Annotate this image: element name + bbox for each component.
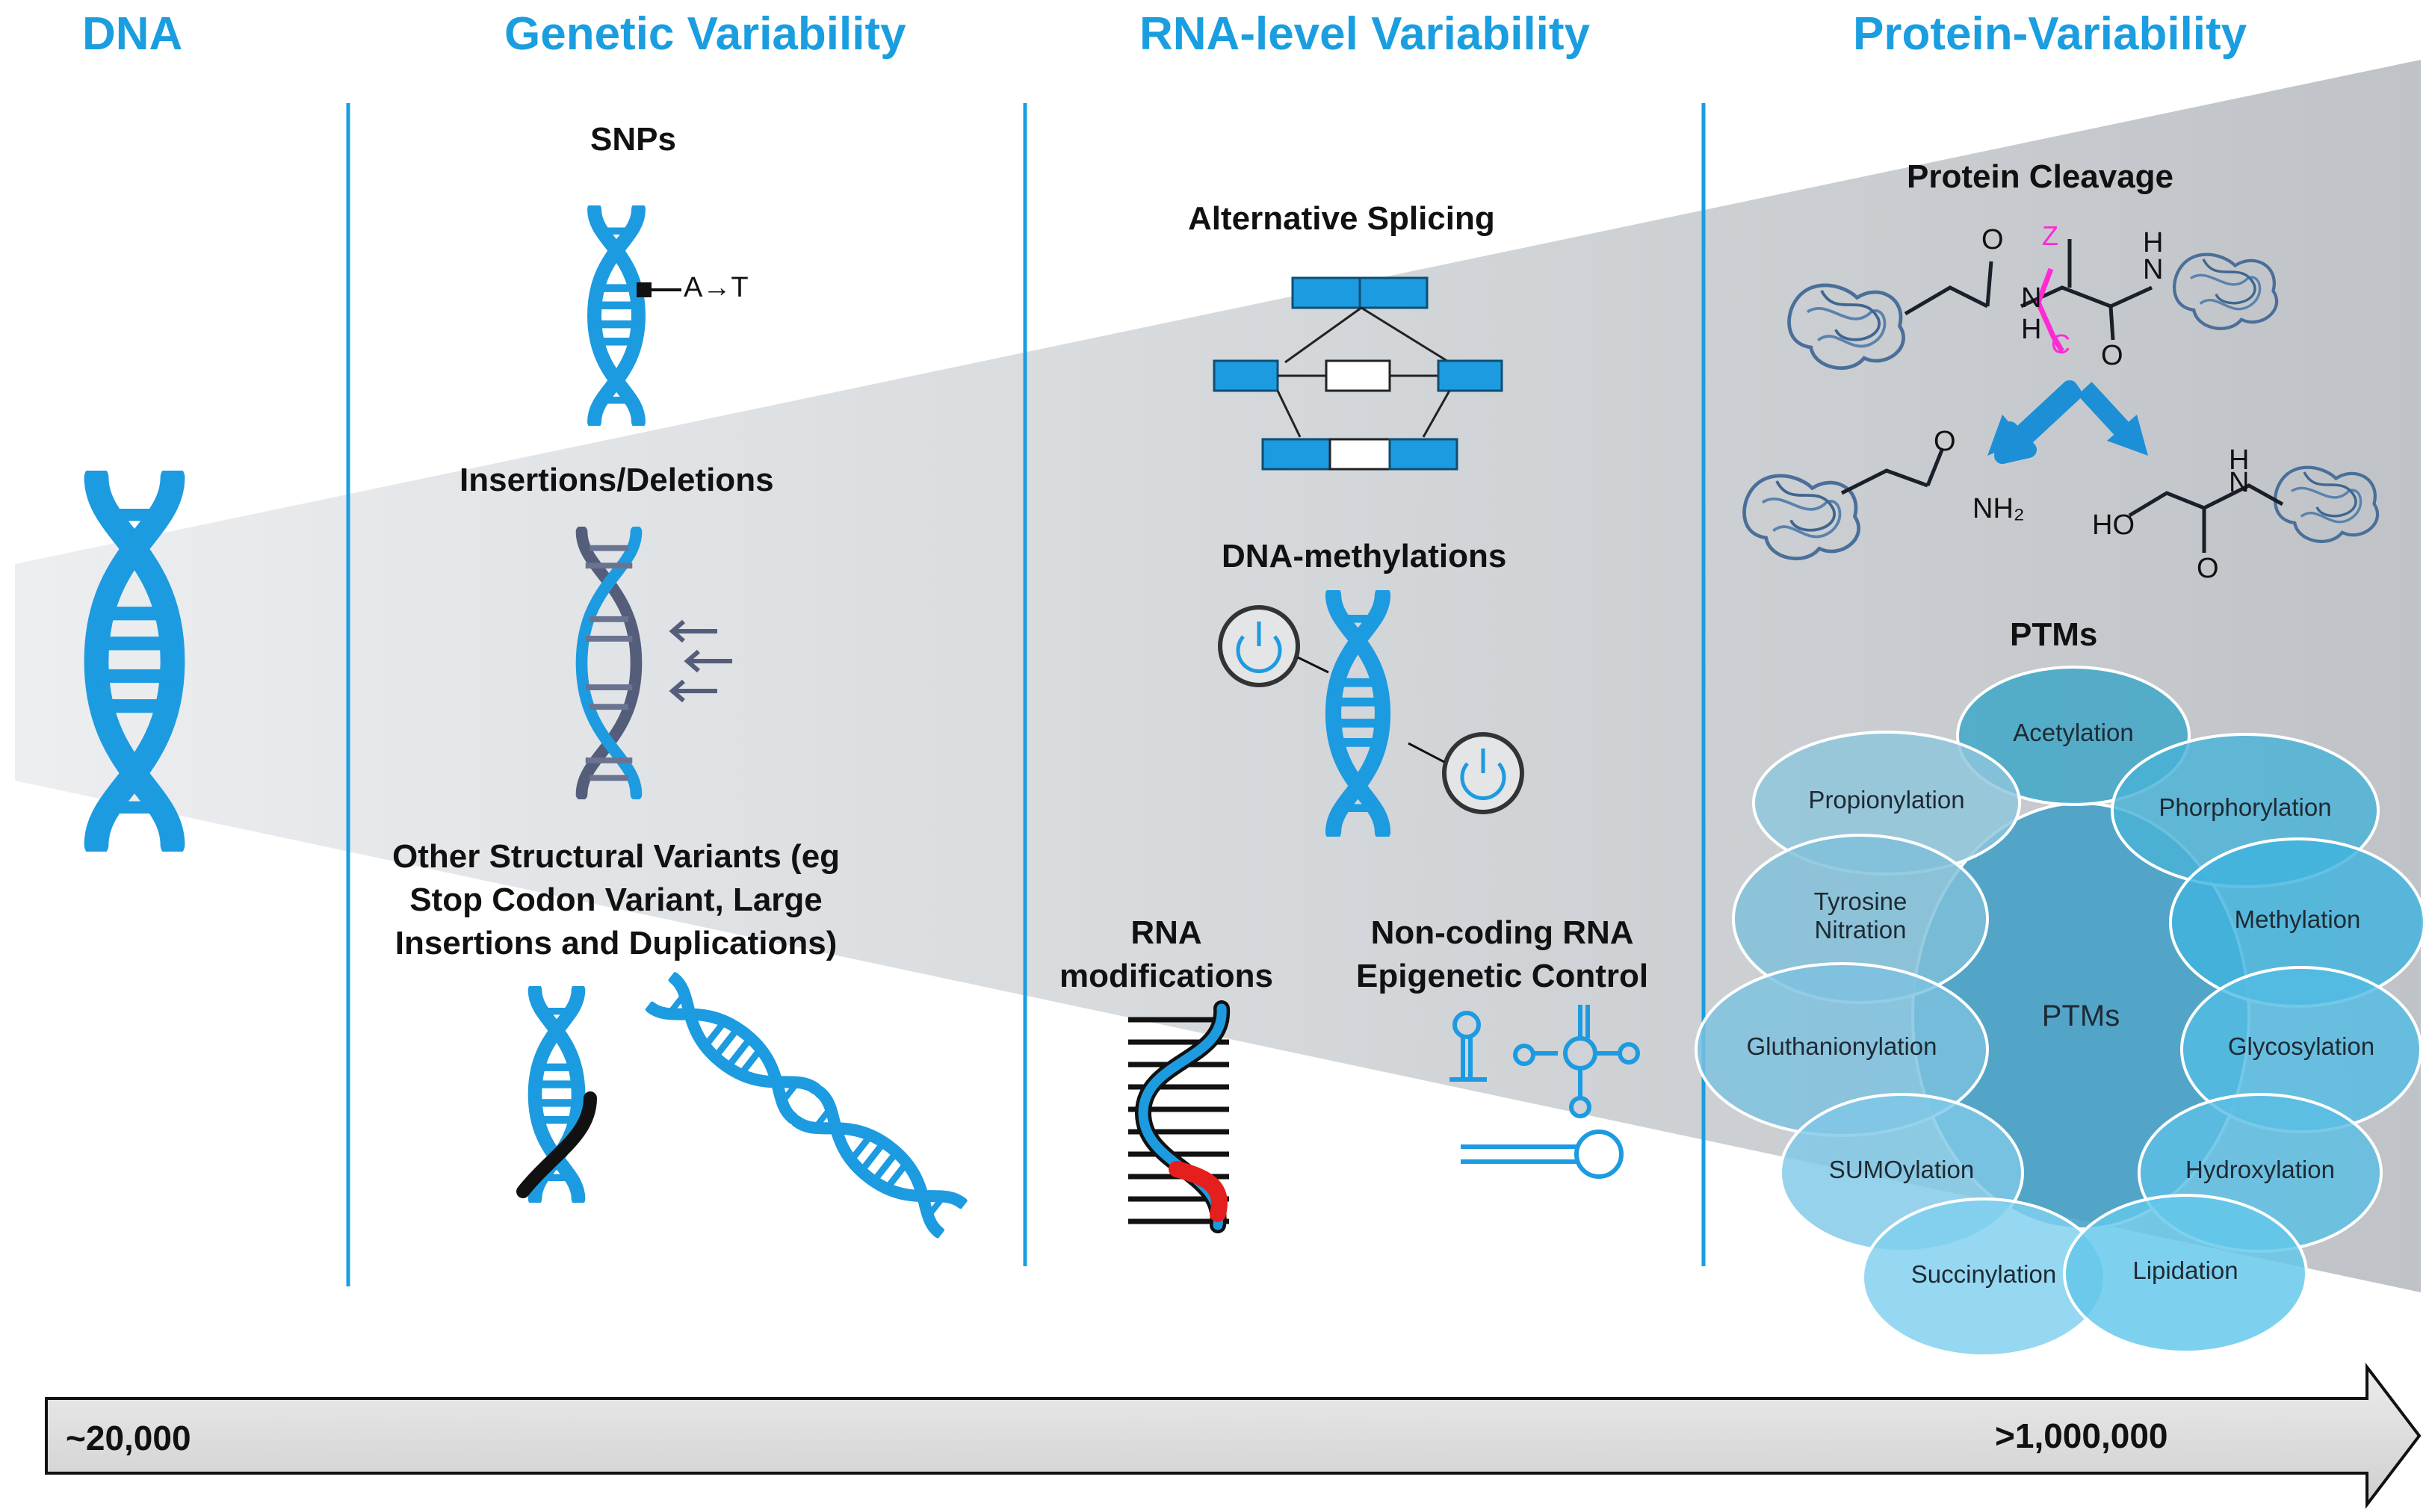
- label-protein-cleavage: Protein Cleavage: [1907, 158, 2174, 195]
- protein-cleavage-diagram: [1745, 239, 2378, 559]
- chem-atom-nh2: NH₂: [1972, 493, 2025, 524]
- indel-arrows-icon: [669, 619, 732, 703]
- label-alternative-splicing: Alternative Splicing: [1188, 200, 1495, 237]
- snp-helix-icon: [591, 209, 641, 421]
- ptm-label-glycosylation: Glycosylation: [2227, 1032, 2375, 1060]
- rna-modification-icon: [1128, 1000, 1231, 1233]
- chem-atom-o1: O: [1981, 224, 2004, 255]
- stop-codon-segment-icon: [516, 1091, 597, 1198]
- ptm-label-hydroxylation: Hydroxylation: [2185, 1156, 2335, 1183]
- chem-atom-n2: N: [2229, 467, 2250, 498]
- ptm-label-gluthanionylation: Gluthanionylation: [1746, 1032, 1937, 1060]
- ptm-label-methylation: Methylation: [2234, 905, 2361, 933]
- label-snp-mutation: A→T: [684, 272, 749, 303]
- chem-atom-c: C: [2051, 329, 2070, 359]
- chem-atom-o3: O: [1934, 426, 1956, 457]
- label-ptms-title: PTMs: [2010, 616, 2098, 653]
- chem-atom-n1: N: [2021, 282, 2042, 314]
- chem-atom-nh: N: [2143, 254, 2164, 285]
- heading-dna: DNA: [82, 8, 183, 60]
- noncoding-rna-icon: [1449, 1005, 1640, 1179]
- chem-atom-o2: O: [2101, 340, 2123, 371]
- label-snps: SNPs: [590, 121, 676, 158]
- methylation-switch-icon-2: [1408, 732, 1524, 814]
- ptm-cluster: [1695, 666, 2426, 1357]
- chem-atom-o4: O: [2197, 553, 2219, 584]
- heading-protein-variability: Protein-Variability: [1853, 8, 2247, 60]
- chem-atom-h3: H: [2229, 444, 2250, 476]
- label-structural-variants: Other Structural Variants (eg Stop Codon…: [392, 838, 841, 961]
- ptm-label-propionylation: Propionylation: [1808, 786, 1965, 814]
- chem-atom-z: Z: [2042, 220, 2058, 251]
- label-rna-modifications: RNA modifications: [1059, 914, 1274, 994]
- heading-genetic-variability: Genetic Variability: [504, 8, 906, 60]
- variability-scale-arrow: [45, 1363, 2422, 1509]
- duplication-helix-icon: [649, 976, 964, 1234]
- chem-atom-h2: H: [2143, 227, 2164, 258]
- ptm-label-phorphorylation: Phorphorylation: [2159, 793, 2332, 821]
- methylation-switch-icon-1: [1218, 605, 1329, 687]
- label-dna-methylations: DNA-methylations: [1222, 538, 1507, 574]
- ptm-label-acetylation: Acetylation: [2013, 719, 2134, 746]
- label-ptms-center: PTMs: [2041, 1000, 2120, 1032]
- axis-start-value: ~20,000: [66, 1419, 191, 1457]
- snp-marker-icon: [637, 282, 652, 297]
- axis-end-value: >1,000,000: [1995, 1416, 2168, 1455]
- heading-rna-variability: RNA-level Variability: [1139, 8, 1591, 60]
- chem-atom-ho: HO: [2092, 509, 2135, 541]
- chem-atom-h1: H: [2021, 314, 2042, 345]
- ptm-label-lipidation: Lipidation: [2132, 1257, 2238, 1284]
- label-indels: Insertions/Deletions: [460, 462, 774, 498]
- ptm-label-succinylation: Succinylation: [1910, 1260, 2057, 1288]
- ptm-label-sumoylation: SUMOylation: [1828, 1156, 1975, 1183]
- alternative-splicing-diagram: [1213, 276, 1503, 471]
- label-noncoding-rna: Non-coding RNA Epigenetic Control: [1356, 914, 1649, 994]
- ptm-label-tyrosine-nitration: Tyrosine Nitration: [1813, 887, 1907, 944]
- ptm-ellipse-lipidation: [2063, 1194, 2308, 1354]
